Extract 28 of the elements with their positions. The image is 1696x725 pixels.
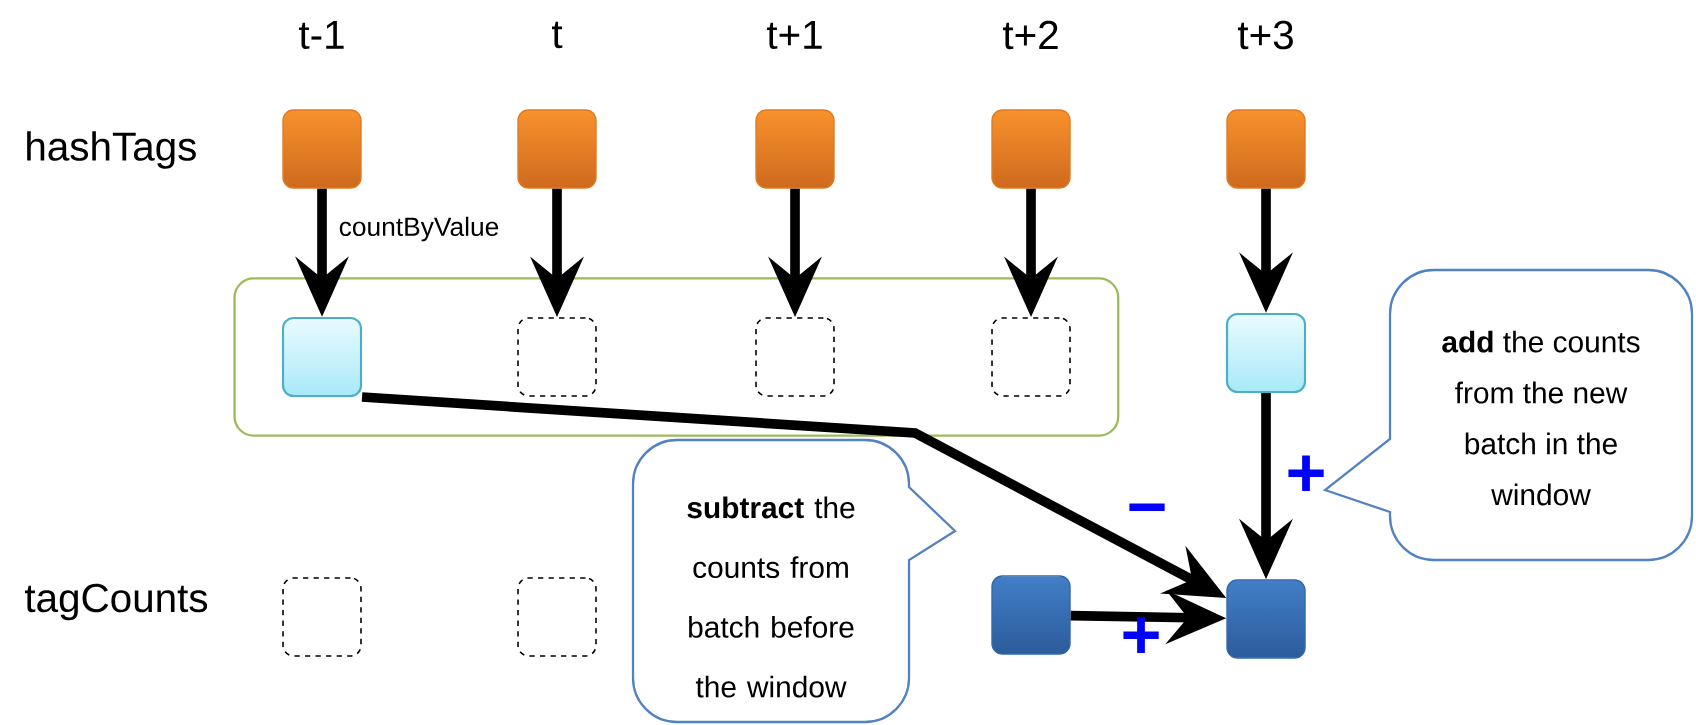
column-label: t [552, 21, 563, 49]
row-label: tagCounts [24, 583, 208, 621]
plus-sign: + [1123, 617, 1159, 654]
count-box [1226, 579, 1306, 659]
column-label: t+3 [1237, 20, 1293, 50]
empty-box [282, 577, 362, 657]
column-label: t+1 [766, 20, 822, 50]
window-frame [233, 277, 1120, 437]
speech-bubble: subtract the counts from batch before the window [631, 438, 957, 724]
count-box [991, 575, 1071, 655]
edge-label: countByValue [336, 214, 502, 244]
batch-box [517, 109, 597, 189]
batch-box [282, 109, 362, 189]
empty-box [991, 317, 1071, 397]
batch-box [755, 109, 835, 189]
empty-box [755, 317, 835, 397]
empty-box [517, 577, 597, 657]
count-box [281, 316, 363, 398]
column-label: t-1 [299, 20, 344, 50]
batch-box [1226, 109, 1306, 189]
speech-bubble: add the counts from the new batch in the window [1323, 268, 1694, 562]
minus-sign: − [1129, 503, 1165, 512]
count-box [1225, 312, 1307, 394]
row-label: hashTags [27, 131, 196, 169]
batch-box [991, 109, 1071, 189]
column-label: t+2 [1002, 20, 1058, 50]
empty-box [517, 317, 597, 397]
plus-sign: + [1288, 455, 1324, 492]
